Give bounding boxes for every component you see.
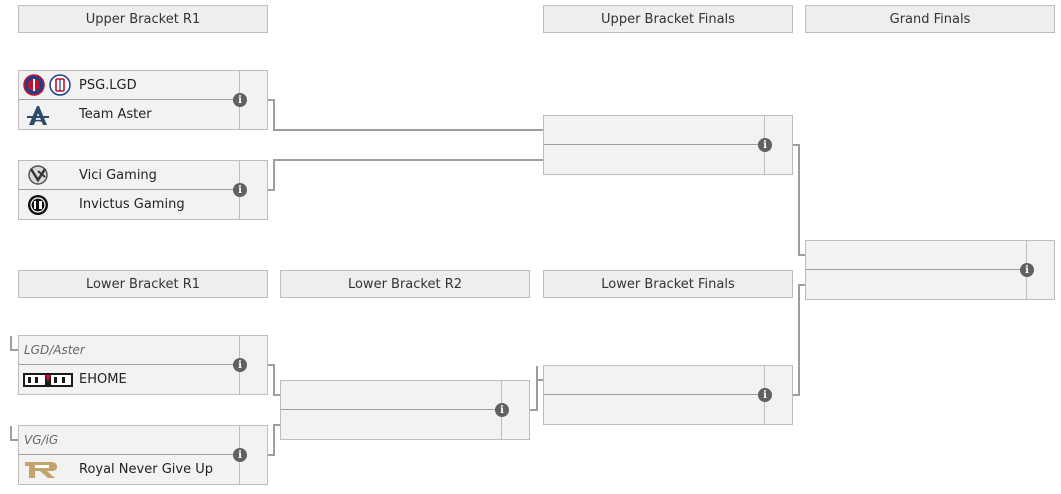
- team-slot-pending[interactable]: VG/iG: [19, 426, 240, 455]
- team-name[interactable]: EHOME: [79, 372, 127, 387]
- info-icon[interactable]: i: [233, 358, 247, 372]
- team-slot[interactable]: Invictus Gaming: [19, 190, 240, 219]
- team-logo: [23, 74, 73, 96]
- info-icon[interactable]: i: [233, 448, 247, 462]
- header-label: Grand Finals: [889, 11, 971, 27]
- match-grand-finals: i: [805, 240, 1055, 300]
- header-label: Lower Bracket R2: [347, 276, 463, 292]
- info-icon[interactable]: i: [233, 183, 247, 197]
- team-aster-logo-icon: [27, 105, 49, 125]
- psg-logo-icon: [23, 74, 45, 96]
- vici-gaming-logo-icon: [28, 165, 48, 185]
- info-icon[interactable]: i: [233, 93, 247, 107]
- team-name[interactable]: Team Aster: [79, 107, 152, 122]
- team-slot-empty[interactable]: [544, 366, 765, 395]
- header-label: Lower Bracket Finals: [601, 276, 735, 292]
- team-logo: [23, 369, 73, 391]
- match-lb-r1-1: LGD/Aster EHOME i: [18, 335, 268, 395]
- header-lower-bracket-finals: Lower Bracket Finals: [543, 270, 793, 298]
- team-name[interactable]: PSG.LGD: [79, 77, 137, 93]
- team-logo: [23, 459, 73, 481]
- team-slot-empty[interactable]: [544, 145, 765, 174]
- placeholder-label: LGD/Aster: [24, 343, 85, 357]
- match-lb-r2: i: [280, 380, 530, 440]
- info-icon[interactable]: i: [1020, 263, 1034, 277]
- match-ub-r1-2: Vici Gaming Invictus Gaming i: [18, 160, 268, 220]
- header-lower-bracket-r2: Lower Bracket R2: [280, 270, 530, 298]
- team-slot[interactable]: Royal Never Give Up: [19, 455, 240, 484]
- team-name[interactable]: Royal Never Give Up: [79, 462, 213, 477]
- header-label: Lower Bracket R1: [85, 276, 201, 292]
- team-slot-empty[interactable]: [544, 116, 765, 145]
- header-lower-bracket-r1: Lower Bracket R1: [18, 270, 268, 298]
- team-slot[interactable]: PSG.LGD: [19, 71, 240, 100]
- match-ub-finals: i: [543, 115, 793, 175]
- match-lb-finals: i: [543, 365, 793, 425]
- team-logo: [23, 164, 73, 186]
- team-slot-empty[interactable]: [806, 241, 1027, 270]
- team-logo: [23, 194, 73, 216]
- team-name[interactable]: Vici Gaming: [79, 167, 157, 183]
- header-label: Upper Bracket Finals: [601, 11, 735, 27]
- info-icon[interactable]: i: [495, 403, 509, 417]
- team-slot[interactable]: Team Aster: [19, 100, 240, 129]
- rng-logo-icon: [25, 461, 57, 478]
- header-upper-bracket-r1: Upper Bracket R1: [18, 5, 268, 33]
- header-upper-bracket-finals: Upper Bracket Finals: [543, 5, 793, 33]
- team-slot[interactable]: Vici Gaming: [19, 161, 240, 190]
- header-label: Upper Bracket R1: [85, 11, 201, 27]
- match-lb-r1-2: VG/iG Royal Never Give Up i: [18, 425, 268, 485]
- team-name[interactable]: Invictus Gaming: [79, 197, 185, 212]
- team-slot-pending[interactable]: LGD/Aster: [19, 336, 240, 365]
- team-slot-empty[interactable]: [806, 270, 1027, 299]
- ehome-logo-icon: [23, 372, 73, 387]
- team-slot-empty[interactable]: [544, 395, 765, 424]
- info-icon[interactable]: i: [758, 388, 772, 402]
- info-icon[interactable]: i: [758, 138, 772, 152]
- invictus-gaming-logo-icon: [28, 194, 48, 215]
- header-grand-finals: Grand Finals: [805, 5, 1055, 33]
- team-slot[interactable]: EHOME: [19, 365, 240, 394]
- team-slot-empty[interactable]: [281, 381, 502, 410]
- lgd-logo-icon: [49, 74, 71, 96]
- match-ub-r1-1: PSG.LGD Team Aster i: [18, 70, 268, 130]
- team-logo: [23, 104, 73, 126]
- placeholder-label: VG/iG: [24, 433, 59, 447]
- team-slot-empty[interactable]: [281, 410, 502, 439]
